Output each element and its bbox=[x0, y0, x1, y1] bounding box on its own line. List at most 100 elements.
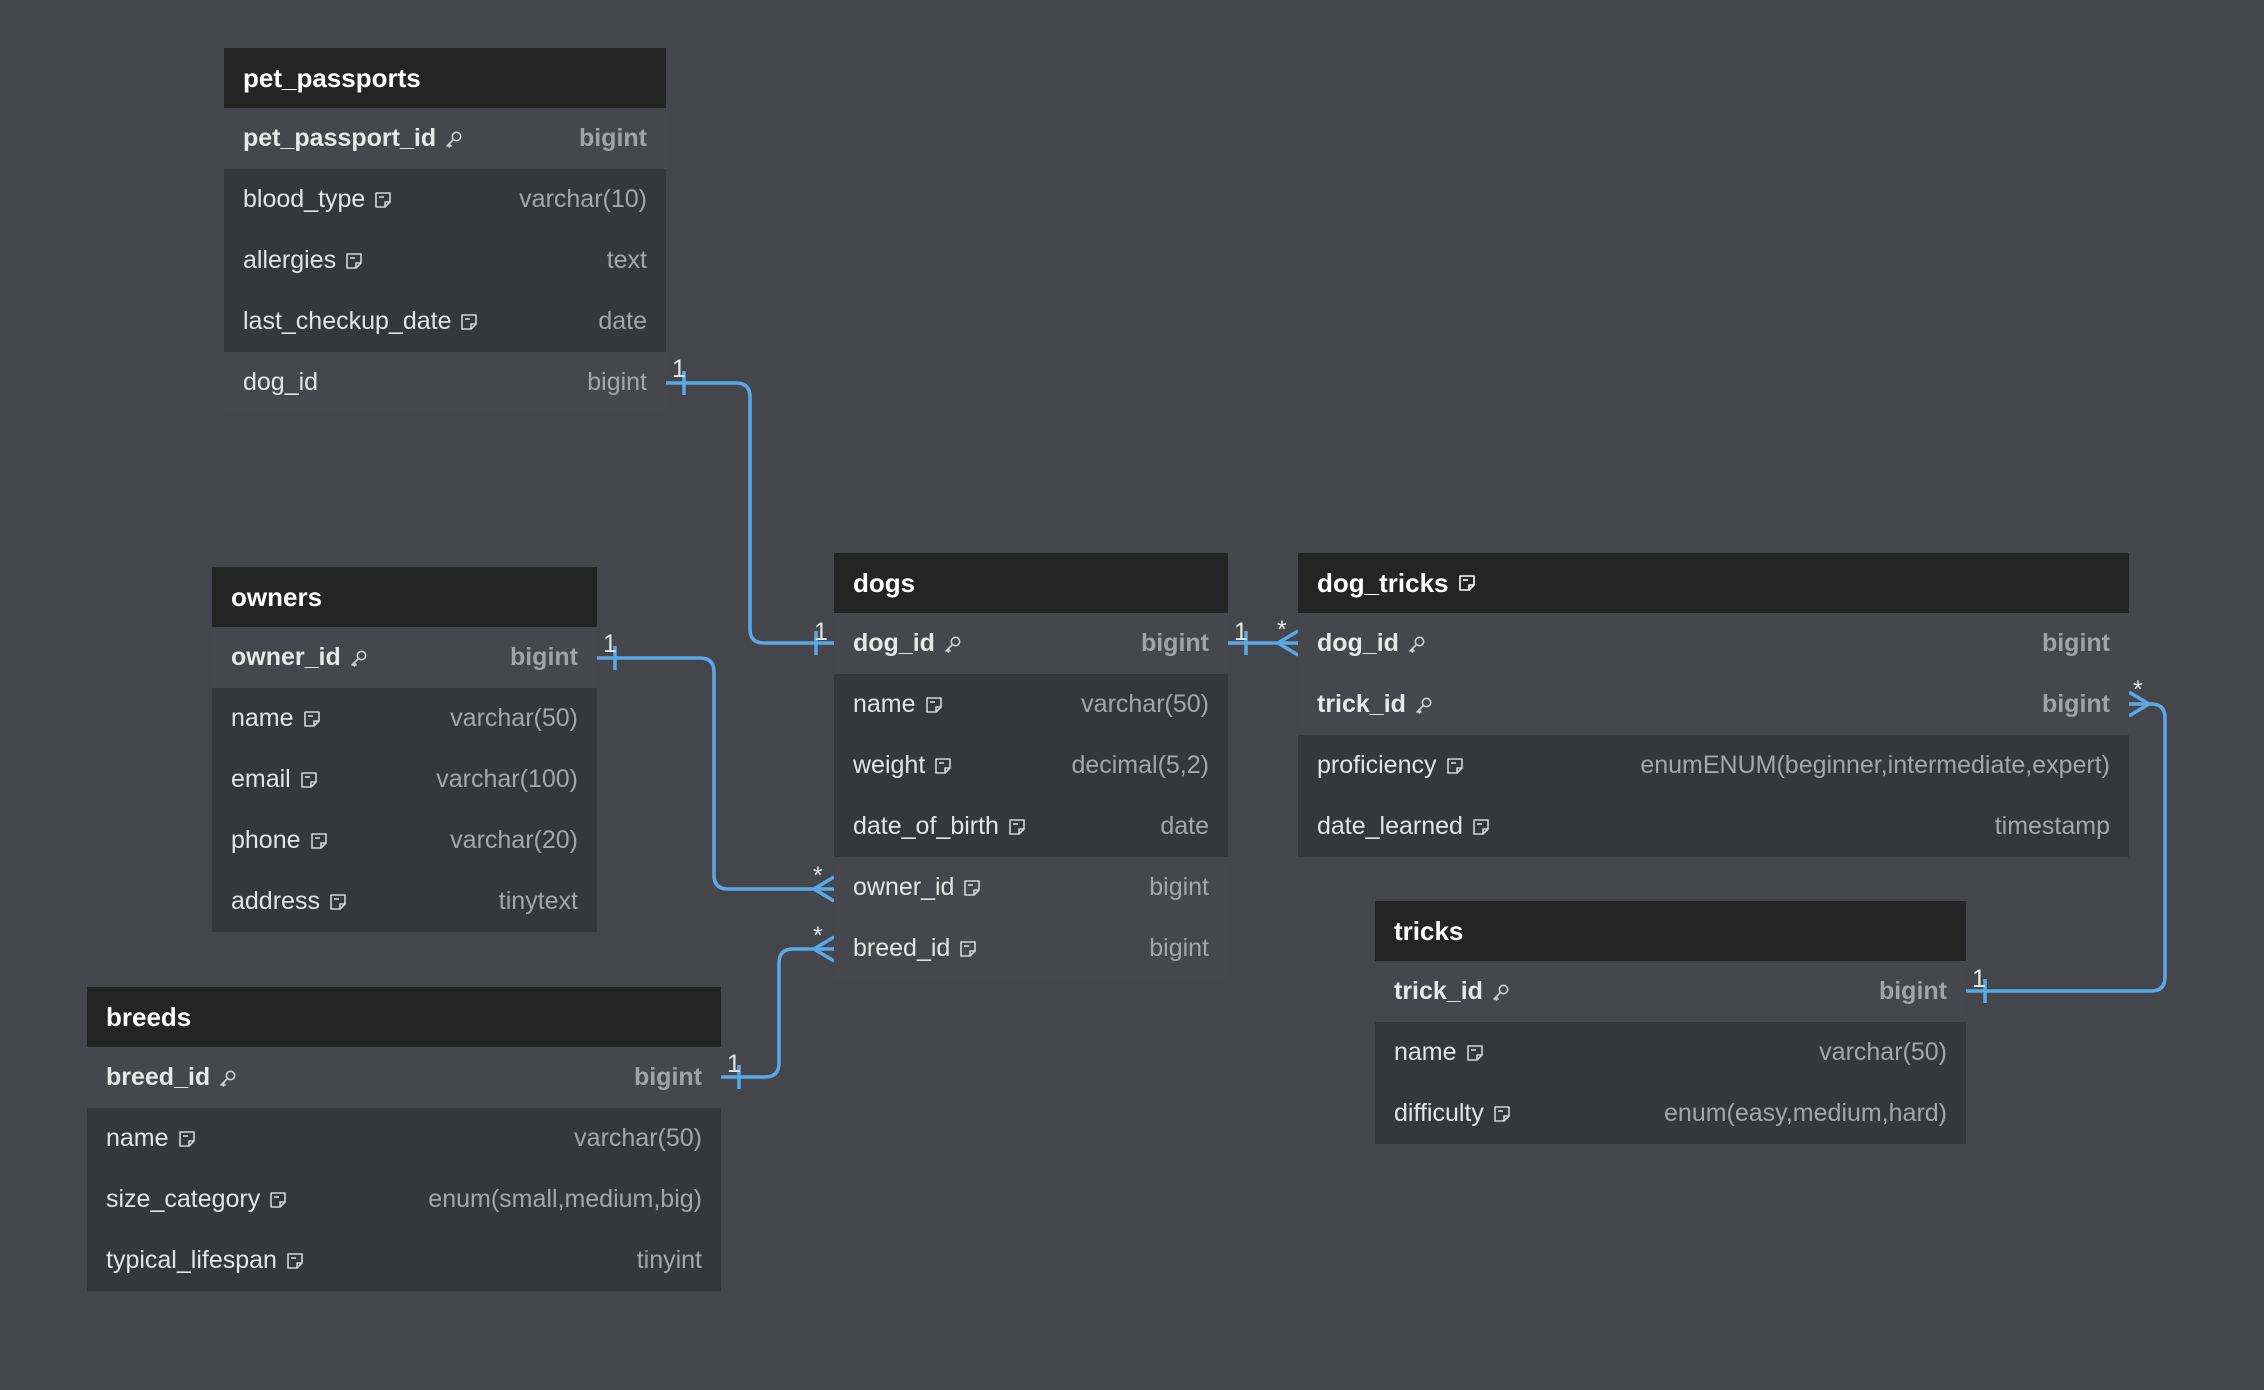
column-name: date_of_birth bbox=[853, 812, 999, 840]
column-row[interactable]: breed_id bigint bbox=[87, 1047, 721, 1108]
column-name: dog_id bbox=[1317, 629, 1399, 657]
table-dog_tricks[interactable]: dog_tricks dog_id bigint trick_id bigint… bbox=[1298, 553, 2129, 857]
table-header[interactable]: tricks bbox=[1375, 901, 1966, 961]
column-name: blood_type bbox=[243, 185, 366, 213]
table-header[interactable]: owners bbox=[212, 567, 597, 627]
column-row[interactable]: size_category enum(small,medium,big) bbox=[87, 1169, 721, 1230]
column-type: decimal(5,2) bbox=[1071, 751, 1209, 779]
card-passport-to: 1 bbox=[814, 618, 828, 646]
table-owners[interactable]: owners owner_id bigint name varchar(50) … bbox=[212, 567, 597, 932]
column-type: varchar(50) bbox=[450, 704, 578, 732]
column-type: bigint bbox=[587, 368, 647, 396]
column-type: bigint bbox=[1149, 873, 1209, 901]
column-type: varchar(50) bbox=[574, 1124, 702, 1152]
column-row[interactable]: dog_id bigint bbox=[224, 352, 666, 413]
column-row[interactable]: email varchar(100) bbox=[212, 749, 597, 810]
column-name: proficiency bbox=[1317, 751, 1437, 779]
column-type: text bbox=[606, 246, 647, 274]
note-icon bbox=[459, 312, 479, 332]
column-name: owner_id bbox=[231, 643, 341, 671]
table-pet_passports[interactable]: pet_passports pet_passport_id bigint blo… bbox=[224, 48, 666, 413]
note-icon bbox=[962, 878, 982, 898]
column-row[interactable]: dog_id bigint bbox=[1298, 613, 2129, 674]
note-icon bbox=[1471, 817, 1491, 837]
column-row[interactable]: dog_id bigint bbox=[834, 613, 1228, 674]
column-row[interactable]: address tinytext bbox=[212, 871, 597, 932]
table-header[interactable]: pet_passports bbox=[224, 48, 666, 108]
column-name: pet_passport_id bbox=[243, 124, 437, 152]
column-row[interactable]: weight decimal(5,2) bbox=[834, 735, 1228, 796]
column-type: bigint bbox=[509, 643, 578, 671]
column-name: name bbox=[231, 704, 294, 732]
column-row[interactable]: proficiency enumENUM(beginner,intermedia… bbox=[1298, 735, 2129, 796]
column-type: varchar(100) bbox=[436, 765, 578, 793]
column-row[interactable]: trick_id bigint bbox=[1298, 674, 2129, 735]
column-type: date bbox=[598, 307, 647, 335]
column-type: varchar(10) bbox=[519, 185, 647, 213]
column-row[interactable]: typical_lifespan tinyint bbox=[87, 1230, 721, 1291]
column-name: phone bbox=[231, 826, 301, 854]
note-icon bbox=[1457, 573, 1477, 593]
column-name: trick_id bbox=[1394, 977, 1483, 1005]
column-name: breed_id bbox=[853, 934, 951, 962]
table-dogs[interactable]: dogs dog_id bigint name varchar(50) weig… bbox=[834, 553, 1228, 979]
note-icon bbox=[268, 1190, 288, 1210]
column-row[interactable]: owner_id bigint bbox=[212, 627, 597, 688]
column-row[interactable]: pet_passport_id bigint bbox=[224, 108, 666, 169]
table-tricks[interactable]: tricks trick_id bigint name varchar(50) … bbox=[1375, 901, 1966, 1144]
table-header[interactable]: dog_tricks bbox=[1298, 553, 2129, 613]
note-icon bbox=[1465, 1043, 1485, 1063]
link-owner-dog bbox=[597, 656, 834, 891]
column-type: bigint bbox=[1140, 629, 1209, 657]
column-row[interactable]: trick_id bigint bbox=[1375, 961, 1966, 1022]
column-name: dog_id bbox=[243, 368, 319, 396]
crowfoot-owner-dog bbox=[812, 875, 835, 903]
column-row[interactable]: phone varchar(20) bbox=[212, 810, 597, 871]
column-row[interactable]: last_checkup_date date bbox=[224, 291, 666, 352]
column-row[interactable]: name varchar(50) bbox=[87, 1108, 721, 1169]
column-type: bigint bbox=[633, 1063, 702, 1091]
column-row[interactable]: name varchar(50) bbox=[834, 674, 1228, 735]
note-icon bbox=[1445, 756, 1465, 776]
column-row[interactable]: allergies text bbox=[224, 230, 666, 291]
note-icon bbox=[958, 939, 978, 959]
crowfoot-breed-dog bbox=[812, 935, 835, 963]
table-title: tricks bbox=[1394, 916, 1464, 946]
table-header[interactable]: dogs bbox=[834, 553, 1228, 613]
column-row[interactable]: breed_id bigint bbox=[834, 918, 1228, 979]
card-trick-from: 1 bbox=[1972, 965, 1986, 993]
card-passport-from: 1 bbox=[672, 355, 686, 383]
table-title: dogs bbox=[853, 568, 916, 598]
note-icon bbox=[924, 695, 944, 715]
column-type: bigint bbox=[1878, 977, 1947, 1005]
column-row[interactable]: difficulty enum(easy,medium,hard) bbox=[1375, 1083, 1966, 1144]
note-icon bbox=[177, 1129, 197, 1149]
note-icon bbox=[302, 709, 322, 729]
column-type: enumENUM(beginner,intermediate,expert) bbox=[1640, 751, 2110, 779]
table-header[interactable]: breeds bbox=[87, 987, 721, 1047]
column-name: size_category bbox=[106, 1185, 261, 1213]
column-row[interactable]: date_learned timestamp bbox=[1298, 796, 2129, 857]
card-breed-from: 1 bbox=[727, 1050, 741, 1078]
column-name: allergies bbox=[243, 246, 337, 274]
link-breed-dog bbox=[721, 947, 834, 1079]
column-type: bigint bbox=[2041, 690, 2110, 718]
key-icon bbox=[444, 129, 464, 149]
column-row[interactable]: date_of_birth date bbox=[834, 796, 1228, 857]
column-name: name bbox=[853, 690, 916, 718]
link-trick-dogtricks bbox=[1966, 702, 2167, 993]
column-type: tinytext bbox=[498, 887, 578, 915]
column-row[interactable]: name varchar(50) bbox=[212, 688, 597, 749]
card-dog-to: * bbox=[1277, 616, 1287, 644]
key-icon bbox=[1491, 982, 1511, 1002]
column-name: weight bbox=[853, 751, 926, 779]
card-trick-to: * bbox=[2133, 676, 2143, 704]
note-icon bbox=[309, 831, 329, 851]
column-row[interactable]: name varchar(50) bbox=[1375, 1022, 1966, 1083]
column-row[interactable]: blood_type varchar(10) bbox=[224, 169, 666, 230]
column-row[interactable]: owner_id bigint bbox=[834, 857, 1228, 918]
column-name: date_learned bbox=[1317, 812, 1463, 840]
table-breeds[interactable]: breeds breed_id bigint name varchar(50) … bbox=[87, 987, 721, 1291]
column-name: breed_id bbox=[106, 1063, 211, 1091]
